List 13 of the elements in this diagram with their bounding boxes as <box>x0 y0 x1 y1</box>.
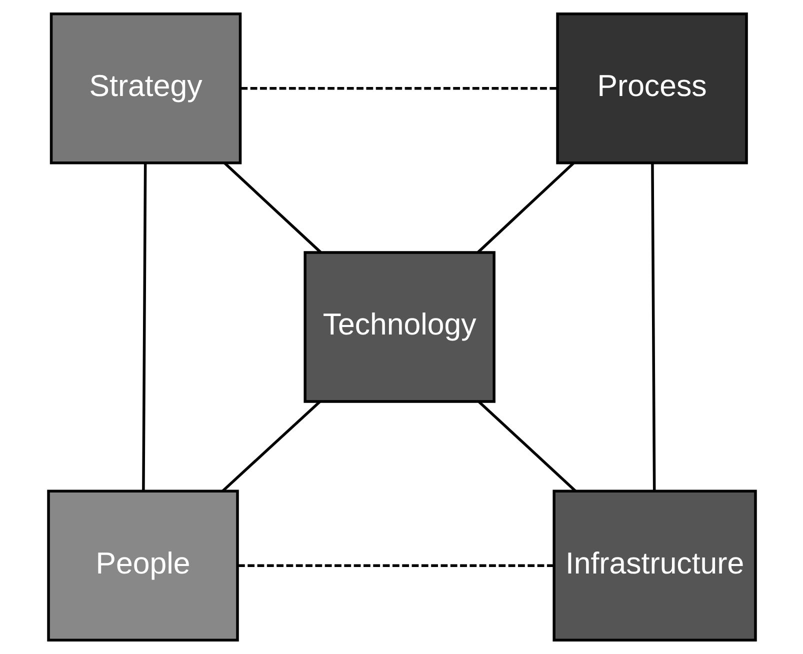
connector <box>223 162 322 254</box>
connector <box>221 400 320 492</box>
connector <box>142 163 146 491</box>
node-box: Strategy <box>49 12 242 164</box>
node-box: Technology <box>303 251 495 403</box>
connector <box>476 162 574 254</box>
connector <box>478 400 576 492</box>
node-box: People <box>46 490 238 642</box>
node-box: Infrastructure <box>552 490 756 642</box>
connector <box>237 564 554 568</box>
connector <box>650 163 656 491</box>
node-box: Process <box>556 12 748 164</box>
connector <box>240 86 557 90</box>
